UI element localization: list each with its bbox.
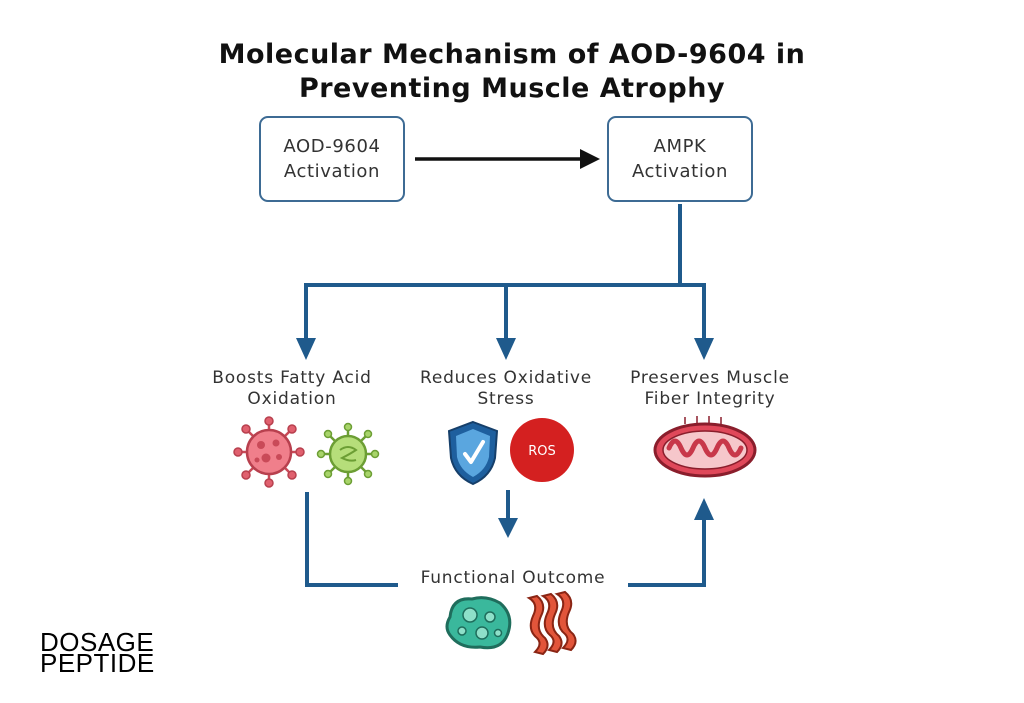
functional-outcome-label: Functional Outcome xyxy=(399,568,627,588)
muscle-fiber-line-2: Fiber Integrity xyxy=(644,389,776,409)
outcome-up-arrow xyxy=(694,498,714,520)
virus-green-icon xyxy=(316,422,380,486)
ampk-box-line-1: AMPK xyxy=(653,136,707,157)
muscle-fiber-icon xyxy=(526,590,577,656)
ros-badge-icon: ROS xyxy=(510,418,574,482)
branch-arrow-oxidative xyxy=(496,338,516,360)
fatty-acid-line-2: Oxidation xyxy=(247,389,337,409)
ampk-activation-box: AMPK Activation xyxy=(607,116,753,202)
virus-red-icon xyxy=(233,416,305,488)
title-line-1: Molecular Mechanism of AOD-9604 in xyxy=(218,39,806,70)
ampk-branch-connector xyxy=(304,204,706,340)
cell-icon xyxy=(445,596,512,650)
branch-arrow-muscle-fiber xyxy=(694,338,714,360)
mitochondria-icon xyxy=(653,416,757,478)
aod-activation-box: AOD-9604 Activation xyxy=(259,116,405,202)
aod-box-line-1: AOD-9604 xyxy=(283,136,381,157)
ampk-box-line-2: Activation xyxy=(631,161,729,182)
fatty-acid-line-1: Boosts Fatty Acid xyxy=(212,368,372,388)
shield-icon xyxy=(447,420,499,486)
oxidative-down-arrow xyxy=(498,518,518,538)
oxidative-line-2: Stress xyxy=(477,389,535,409)
aod-to-ampk-arrow xyxy=(415,149,600,169)
fatty-acid-label: Boosts Fatty Acid Oxidation xyxy=(194,368,390,410)
muscle-fiber-line-1: Preserves Muscle xyxy=(630,368,790,388)
title-line-2: Preventing Muscle Atrophy xyxy=(298,73,726,104)
muscle-fiber-label: Preserves Muscle Fiber Integrity xyxy=(612,368,808,410)
brand-logo: DOSAGE PEPTIDE xyxy=(40,627,155,678)
aod-box-line-2: Activation xyxy=(283,161,381,182)
diagram-title: Molecular Mechanism of AOD-9604 in Preve… xyxy=(0,38,1024,106)
brand-line-2: PEPTIDE xyxy=(40,648,155,678)
outcome-connector xyxy=(305,490,706,587)
ros-label: ROS xyxy=(528,444,556,459)
oxidative-stress-label: Reduces Oxidative Stress xyxy=(400,368,612,410)
oxidative-line-1: Reduces Oxidative xyxy=(419,368,593,388)
brand-line-1: DOSAGE xyxy=(40,627,155,657)
branch-arrow-fatty-acid xyxy=(296,338,316,360)
